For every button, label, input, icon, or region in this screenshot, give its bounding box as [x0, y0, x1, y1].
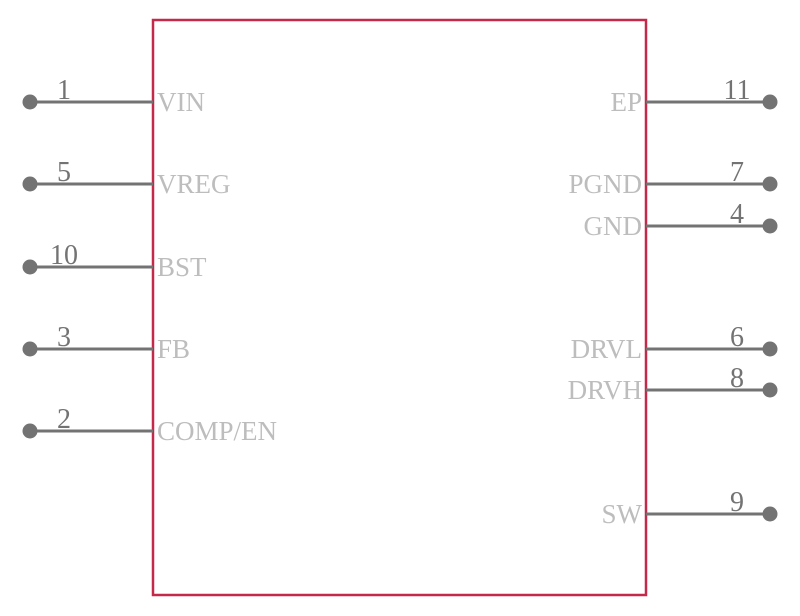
pin-10: 10 BST [22, 240, 207, 282]
pin-number: 7 [730, 157, 744, 188]
pin-number: 2 [57, 404, 71, 435]
pin-9: 9 SW [602, 487, 778, 529]
pin-endpoint [762, 94, 778, 110]
pin-endpoint [762, 382, 778, 398]
pin-endpoint [22, 423, 38, 439]
pin-name: COMP/EN [157, 416, 277, 446]
pin-endpoint [22, 259, 38, 275]
pin-number: 9 [730, 487, 744, 518]
pin-5: 5 VREG [22, 157, 231, 199]
pin-endpoint [762, 218, 778, 234]
pin-name: EP [610, 87, 642, 117]
pin-6: 6 DRVL [571, 322, 778, 364]
pin-name: GND [584, 211, 643, 241]
pin-number: 8 [730, 363, 744, 394]
component-body [151, 18, 648, 597]
pin-11: 11 EP [610, 75, 778, 117]
pin-8: 8 DRVH [568, 363, 778, 405]
pin-name: SW [602, 499, 643, 529]
pin-name: BST [157, 252, 207, 282]
pin-name: DRVH [568, 375, 642, 405]
right-pins: 11 EP 7 PGND 4 GND 6 DRVL 8 DRVH 9 SW [568, 75, 778, 529]
pin-endpoint [22, 176, 38, 192]
pin-number: 1 [57, 75, 71, 106]
pin-name: FB [157, 334, 190, 364]
pin-endpoint [22, 94, 38, 110]
pin-number: 6 [730, 322, 744, 353]
pin-endpoint [762, 506, 778, 522]
pin-2: 2 COMP/EN [22, 404, 277, 446]
pin-1: 1 VIN [22, 75, 205, 117]
pin-endpoint [762, 176, 778, 192]
left-pins: 1 VIN 5 VREG 10 BST 3 FB 2 COMP/EN [22, 75, 277, 446]
pin-number: 11 [724, 75, 751, 106]
pin-number: 10 [50, 240, 78, 271]
pin-name: PGND [568, 169, 642, 199]
pin-name: VREG [157, 169, 231, 199]
pin-3: 3 FB [22, 322, 190, 364]
pin-number: 3 [57, 322, 71, 353]
pin-endpoint [22, 341, 38, 357]
pin-4: 4 GND [584, 199, 778, 241]
pin-name: VIN [157, 87, 205, 117]
pin-name: DRVL [571, 334, 642, 364]
pin-endpoint [762, 341, 778, 357]
pin-number: 5 [57, 157, 71, 188]
pin-number: 4 [730, 199, 744, 230]
pin-7: 7 PGND [568, 157, 778, 199]
